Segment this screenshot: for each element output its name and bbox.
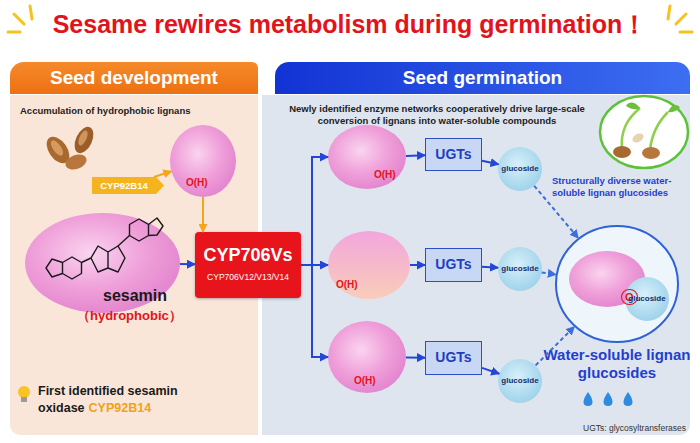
node-text: Seed development [10, 62, 258, 94]
product-circle: Water-soluble lignan glucosidesOglucosid… [555, 225, 679, 343]
node-text: O(H) [374, 169, 396, 180]
enzyme-name: CYP92B14 [89, 401, 152, 415]
lignan-blob: O(H) [328, 125, 406, 189]
node-text: glucoside [625, 277, 669, 321]
node-text: Newly identified enzyme networks coopera… [282, 103, 592, 127]
lignan-blob: O(H) [170, 125, 236, 197]
note-text: Structurally diverse water-soluble ligna… [552, 175, 688, 199]
enzyme-box: CYP706VsCYP706V12/V13/V14 [195, 232, 301, 298]
stage-band: Seed germination [275, 62, 690, 94]
node-text: glucoside [498, 147, 542, 191]
node-text: glucoside [498, 359, 542, 403]
node-text: UGTs [426, 342, 481, 372]
glucoside-circle: glucoside [498, 147, 542, 191]
node-text: Seed germination [275, 62, 690, 94]
node-text: CYP92B14 [92, 177, 156, 194]
node-text: CYP706V12/V13/V14 [195, 272, 301, 282]
node-text: sesamin [103, 287, 167, 305]
node-text: UGTs [426, 139, 481, 169]
enzyme-box: UGTs [425, 138, 482, 171]
node-text: glucoside [498, 247, 542, 291]
node-text: O(H) [186, 177, 208, 188]
enzyme-tag: CYP92B14 [92, 177, 164, 194]
node-text: O(H) [354, 375, 376, 386]
lignan-blob: O(H) [328, 321, 406, 393]
lignan-blob: O(H) [328, 231, 410, 299]
node-text: （hydrophobic） [77, 307, 182, 325]
node-text: CYP706Vs [195, 245, 301, 266]
node-text: UGTs [426, 249, 481, 279]
enzyme-box: UGTs [425, 341, 482, 375]
stage-band: Seed development [10, 62, 258, 94]
glucoside-circle: glucoside [625, 277, 669, 321]
glucoside-circle: glucoside [498, 359, 542, 403]
enzyme-box: UGTs [425, 248, 482, 282]
node-text: O(H) [336, 279, 358, 290]
lignan-blob: sesamin（hydrophobic） [25, 213, 180, 313]
footnote-text: UGTs: glycosyltransferases [583, 423, 686, 433]
node-text: Accumulation of hydrophobic lignans [20, 105, 248, 117]
text-flow: First identified sesamin oxidaseCYP92B14 [38, 382, 228, 416]
figure-title: Sesame rewires metabolism during germina… [0, 8, 700, 41]
node-text: Water-soluble lignan glucosides [539, 346, 695, 382]
stage-panel: Newly identified enzyme networks coopera… [262, 95, 690, 435]
glucoside-circle: glucoside [498, 247, 542, 291]
